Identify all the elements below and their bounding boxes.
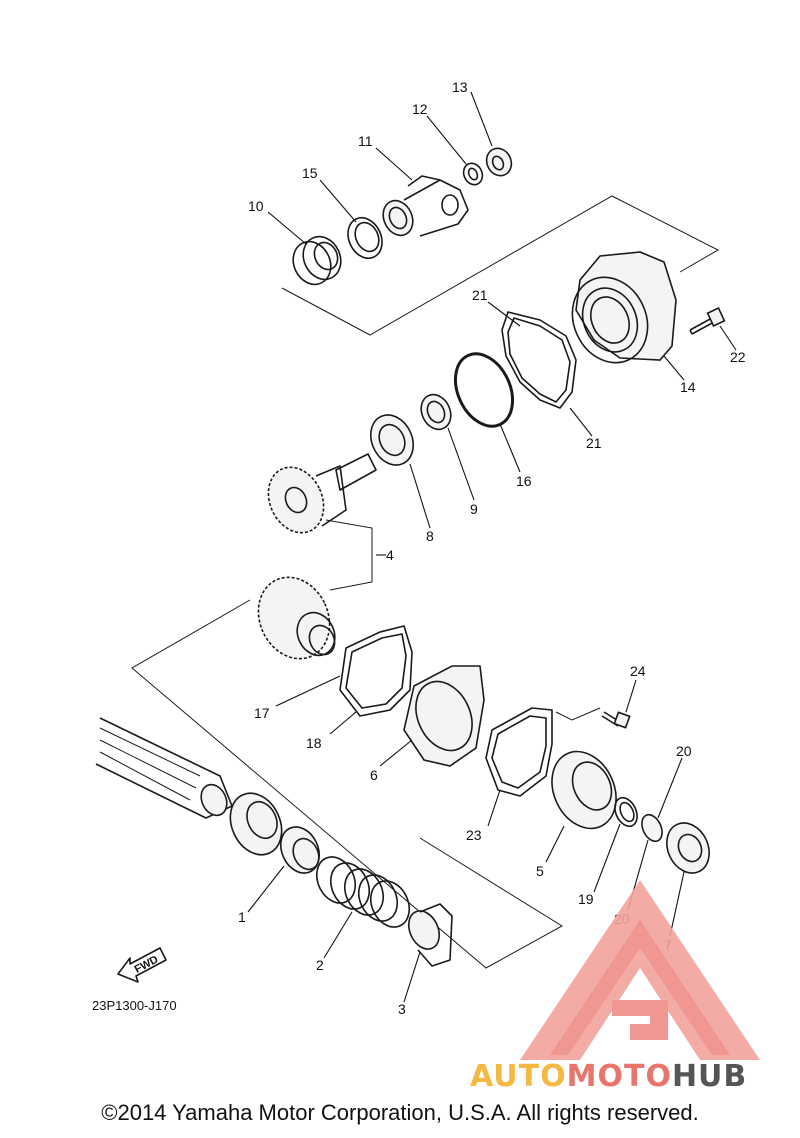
- callout-8: 8: [426, 528, 434, 544]
- callout-24: 24: [630, 663, 646, 679]
- fwd-label: FWD: [133, 954, 161, 976]
- part-12-washer: [462, 162, 484, 186]
- part-4-gear-set: [257, 453, 377, 660]
- callout-10: 10: [248, 198, 264, 214]
- watermark-text: AUTOMOTOHUB: [470, 1059, 747, 1094]
- group-frame-lower: [131, 599, 563, 969]
- part-15-circlip: [347, 217, 383, 259]
- callout-6: 6: [370, 767, 378, 783]
- group-frame-top: [281, 195, 720, 336]
- callout-4: 4: [386, 547, 394, 563]
- leader-lines: [247, 91, 737, 1003]
- watermark-moto: MOTO: [567, 1059, 672, 1094]
- shaft: [95, 717, 233, 819]
- part-24-leader-frame: [555, 707, 601, 721]
- part-1-collar: [279, 826, 321, 874]
- callout-1: 1: [238, 909, 246, 925]
- part-20-lock-washer: [641, 813, 663, 843]
- part-8-bearing: [370, 414, 414, 466]
- copyright-footer: ©2014 Yamaha Motor Corporation, U.S.A. A…: [101, 1100, 699, 1125]
- callout-21-upper: 21: [472, 287, 488, 303]
- callout-2: 2: [316, 957, 324, 973]
- callout-21-lower: 21: [586, 435, 602, 451]
- part-10-oil-seal: [292, 235, 342, 286]
- part-6-retainer: [403, 665, 485, 767]
- watermark-auto: AUTO: [470, 1059, 567, 1094]
- callout-19: 19: [578, 891, 594, 907]
- callout-labels: 13 12 11 15 10 21 22 14 21 16 9 8 4 24 1…: [238, 79, 746, 1017]
- part-18-gasket: [339, 625, 413, 717]
- part-21-gasket: [501, 311, 577, 409]
- callout-11: 11: [358, 133, 373, 149]
- part-9-collar: [420, 393, 452, 431]
- diagram-code: 23P1300-J170: [92, 998, 177, 1013]
- callout-3: 3: [398, 1001, 406, 1017]
- watermark-logo: [520, 880, 760, 1060]
- part-11-yoke: [382, 175, 469, 237]
- part-24-bolt: [601, 711, 631, 729]
- callout-22: 22: [730, 349, 746, 365]
- callout-15: 15: [302, 165, 318, 181]
- callout-14: 14: [680, 379, 696, 395]
- callout-20-upper: 20: [676, 743, 692, 759]
- part-2-spring: [315, 856, 411, 928]
- watermark-hub: HUB: [672, 1059, 747, 1094]
- callout-17: 17: [254, 705, 270, 721]
- callout-5: 5: [536, 863, 544, 879]
- callout-9: 9: [470, 501, 478, 517]
- callout-23: 23: [466, 827, 482, 843]
- part-7-nut: [666, 822, 710, 874]
- part-13-nut: [485, 147, 513, 177]
- fwd-arrow-icon: FWD: [117, 947, 167, 983]
- callout-18: 18: [306, 735, 322, 751]
- callout-16: 16: [516, 473, 532, 489]
- part-23-gasket: [485, 707, 553, 797]
- part-5-bearing: [551, 750, 617, 830]
- part-4-bracket: [325, 519, 373, 591]
- part-22-bolt: [689, 307, 726, 335]
- callout-13: 13: [452, 79, 468, 95]
- callout-12: 12: [412, 101, 428, 117]
- shaft-bearing: [229, 792, 283, 856]
- part-3-dog: [407, 903, 453, 967]
- part-19-washer: [614, 796, 638, 828]
- part-14-bearing-housing: [571, 251, 677, 364]
